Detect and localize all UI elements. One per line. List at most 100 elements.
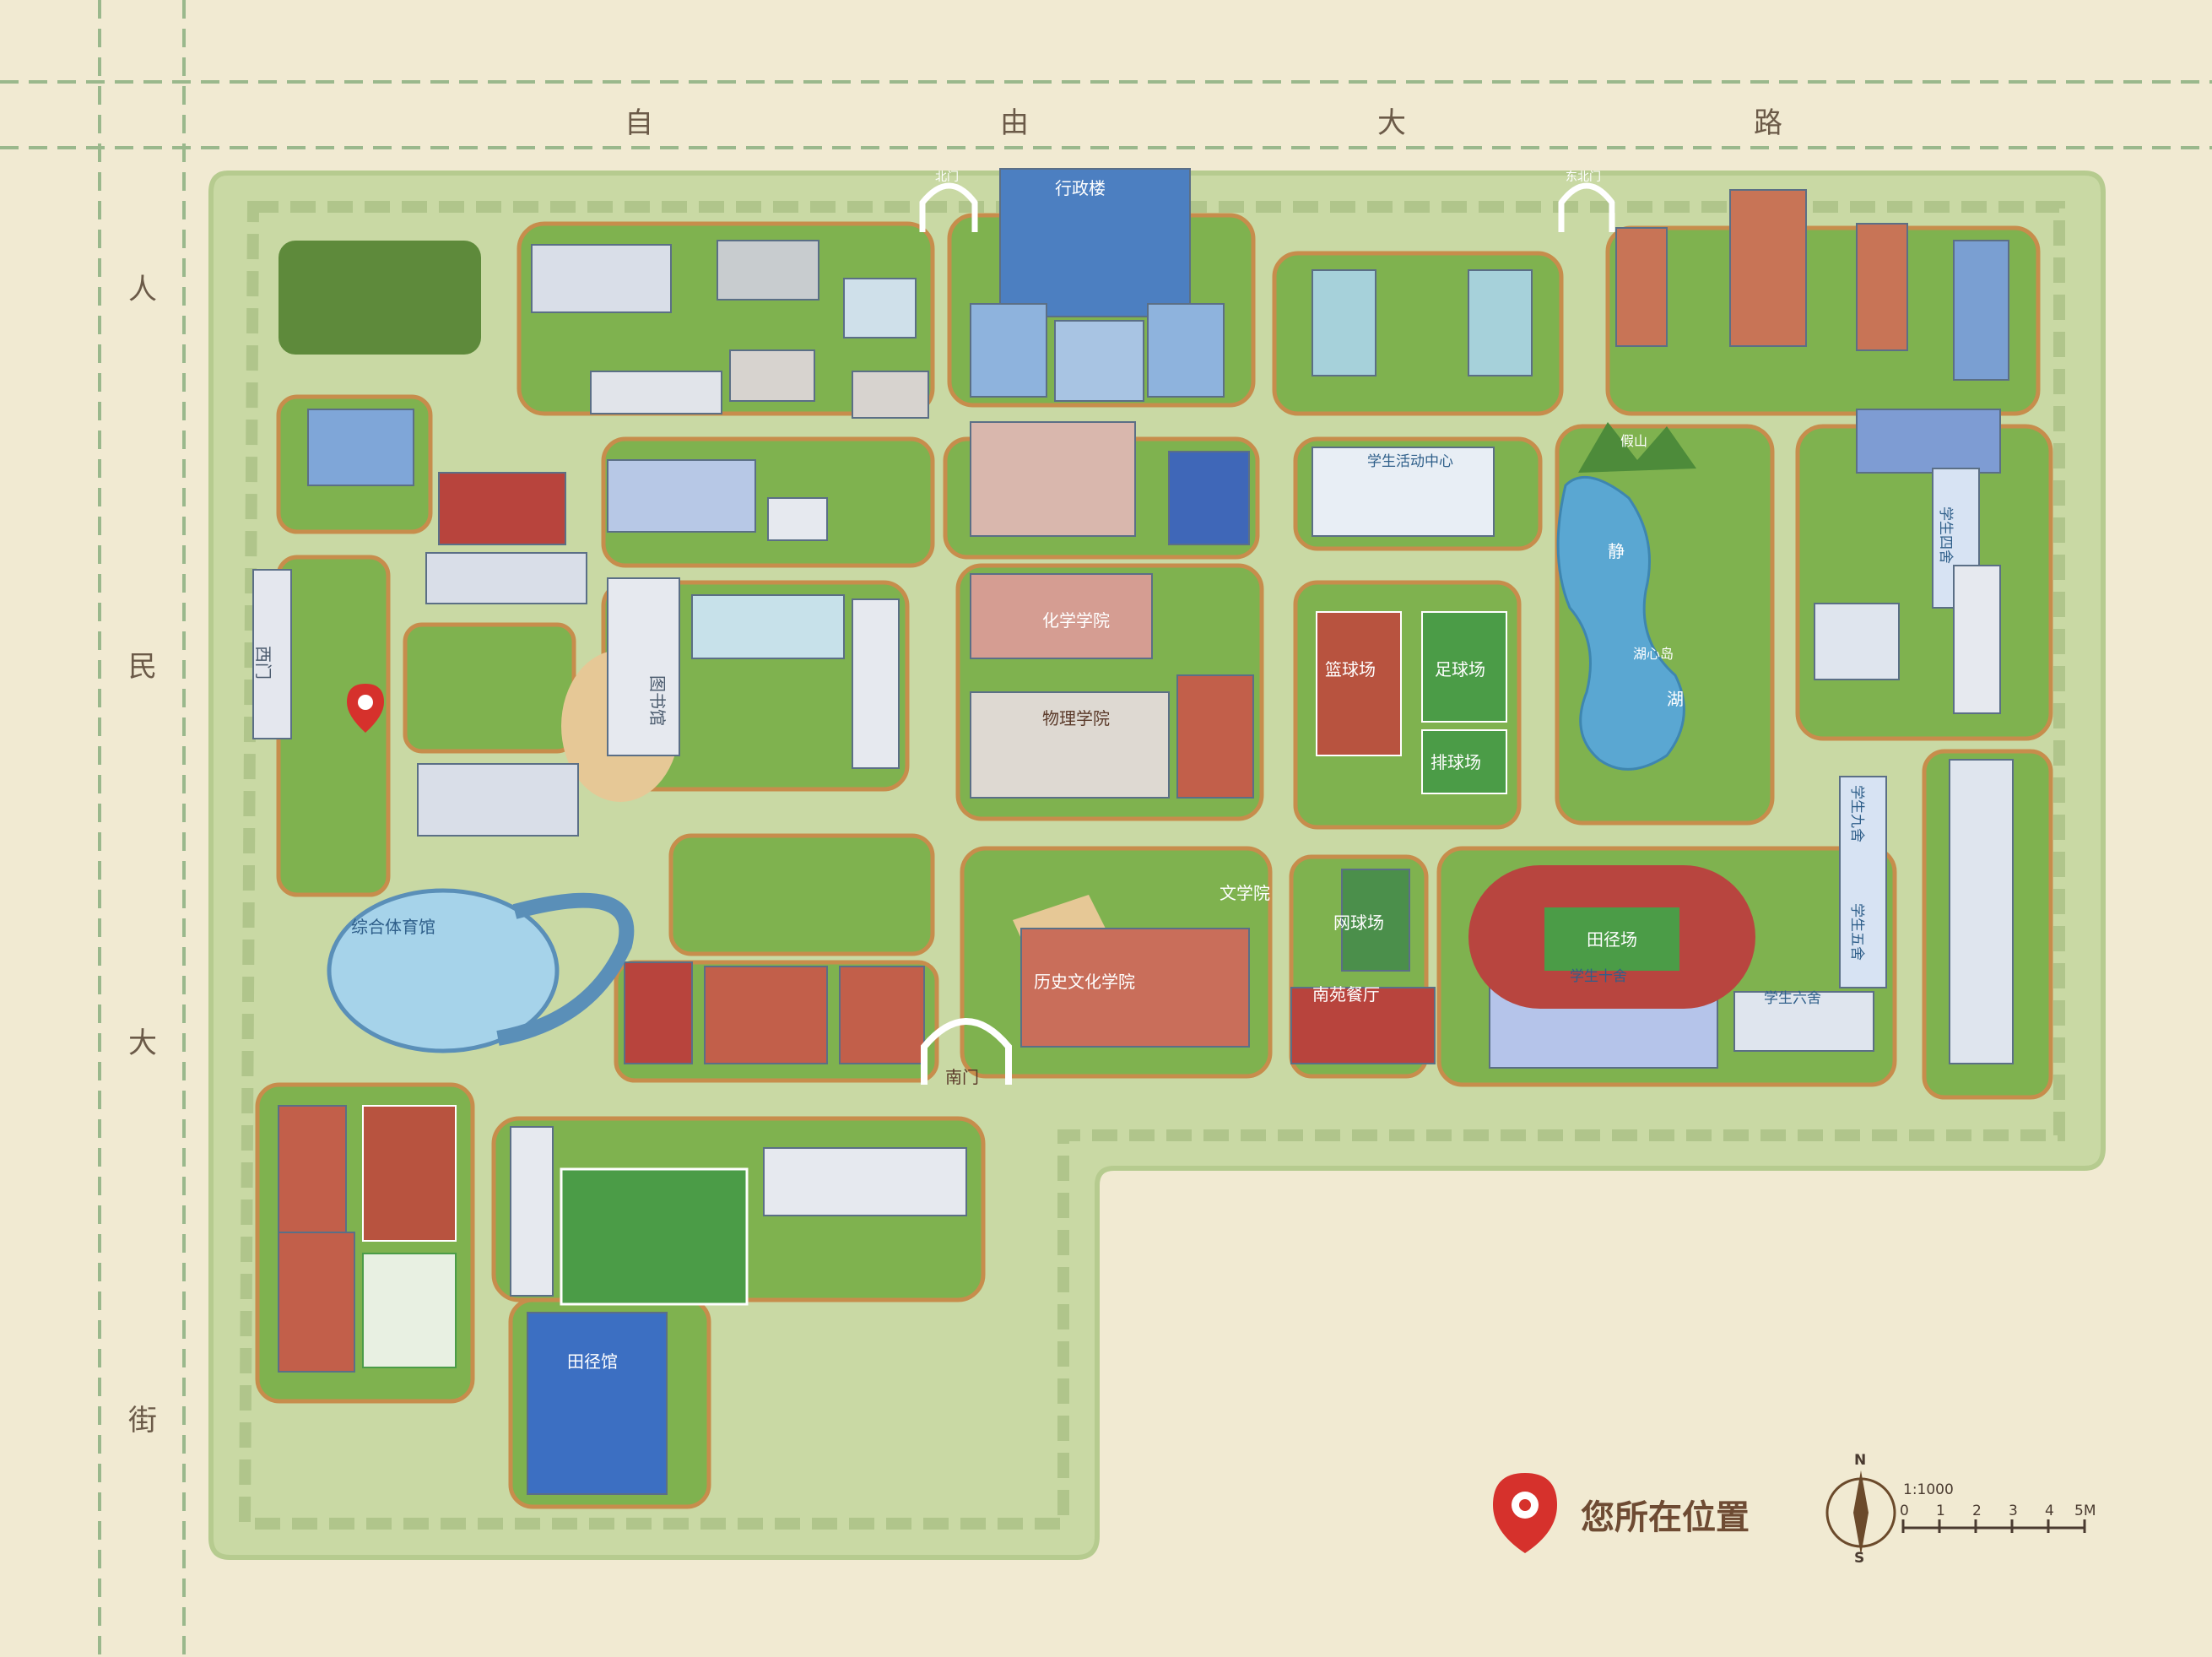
street-west-char-4: 街 (128, 1404, 159, 1438)
scale-tick-5: 5M (2074, 1503, 2096, 1519)
building-n4 (729, 349, 815, 402)
gate-north (919, 182, 978, 232)
street-north-char-1: 自 (625, 106, 655, 140)
building-dorm-east (1949, 759, 2014, 1064)
legend: 您所在位置 (1581, 1490, 1750, 1539)
building-ne-2 (1729, 189, 1807, 347)
label-lake-pavilion: 湖心岛 (1633, 646, 1674, 662)
label-history: 历史文化学院 (1034, 972, 1135, 992)
label-dorm-9: 学生九舍 (1848, 785, 1865, 842)
label-dorm-5: 学生五舍 (1848, 903, 1865, 961)
building-n3 (590, 371, 722, 414)
building-ne-1 (1615, 227, 1668, 347)
label-volleyball: 排球场 (1430, 752, 1481, 772)
legend-marker-icon (1493, 1473, 1557, 1553)
building-physics-school (970, 691, 1170, 799)
building-south-3 (839, 966, 925, 1064)
street-west-char-3: 大 (128, 1026, 159, 1060)
building-n2 (717, 240, 819, 301)
label-east-gate: 东北门 (1566, 171, 1601, 184)
building-ne-3 (1856, 223, 1908, 351)
gate-south (921, 1018, 1012, 1085)
label-canteen-south: 南苑餐厅 (1312, 984, 1380, 1004)
court-basketball-sw (362, 1105, 457, 1242)
block-north-4 (1605, 225, 2041, 416)
label-north-gate: 北门 (935, 171, 959, 184)
buildings (252, 168, 2014, 1495)
building-n-twin-2 (1468, 269, 1533, 376)
label-dorm-10: 学生十舍 (1570, 968, 1627, 985)
label-south-gate: 南门 (945, 1067, 979, 1087)
building-west-office (425, 552, 587, 604)
building-east-1 (1856, 409, 2001, 474)
compass-s: S (1854, 1550, 1865, 1567)
hill (1578, 422, 1696, 473)
label-admin: 行政楼 (1055, 178, 1106, 198)
legend-text: 您所在位置 (1581, 1498, 1750, 1537)
campus-road-ring (238, 201, 2065, 1530)
building-west-lab (417, 763, 579, 837)
building-chemistry (970, 573, 1153, 659)
scale-tick-0: 0 (1900, 1503, 1909, 1519)
building-n5 (843, 278, 917, 338)
label-hill: 假山 (1620, 433, 1647, 449)
label-tennis: 网球场 (1333, 912, 1384, 933)
court-blue (1168, 451, 1250, 545)
label-basketball: 篮球场 (1325, 659, 1376, 680)
lake (1556, 475, 1685, 771)
street-west-char-2: 民 (128, 650, 159, 684)
building-library (607, 577, 680, 756)
building-gym-ring (496, 892, 635, 1046)
building-n1 (531, 244, 672, 313)
building-canteen-south (1290, 987, 1436, 1064)
label-library: 图书馆 (647, 675, 668, 726)
building-admin-left (970, 303, 1047, 398)
compass-n: N (1854, 1452, 1867, 1469)
label-literature: 文学院 (1220, 883, 1270, 903)
label-student-center: 学生活动中心 (1367, 453, 1453, 470)
building-library-3 (852, 598, 900, 769)
building-physics (970, 421, 1136, 537)
building-chem-red (1176, 674, 1254, 799)
label-chemistry: 化学学院 (1042, 610, 1110, 631)
street-north-char-4: 路 (1754, 106, 1784, 140)
building-east-4 (1814, 603, 1900, 680)
label-west-gate: 西门 (253, 646, 273, 680)
lawn-northwest (279, 241, 481, 355)
building-gym (327, 888, 560, 1053)
scale-bar (1901, 1519, 2086, 1533)
label-football: 足球场 (1435, 659, 1485, 680)
court-tennis (1341, 869, 1410, 972)
scale-tick-4: 4 (2045, 1503, 2054, 1519)
building-n-twin-1 (1312, 269, 1376, 376)
label-lake-1: 静 (1608, 541, 1625, 561)
court-volley (1421, 729, 1507, 794)
block-west-garden (403, 622, 576, 754)
building-history (1020, 928, 1250, 1048)
building-football-side (510, 1126, 554, 1297)
street-north-char-2: 由 (1000, 106, 1030, 140)
building-south-2 (704, 966, 828, 1064)
label-dorm-4: 学生四舍 (1937, 506, 1954, 564)
scale-ratio: 1:1000 (1903, 1481, 1954, 1498)
football-field (560, 1167, 749, 1306)
scale-tick-2: 2 (1972, 1503, 1982, 1519)
label-track: 田径场 (1587, 929, 1637, 950)
compass-icon (1825, 1470, 1896, 1555)
gate-northeast (1558, 182, 1615, 232)
building-n6 (852, 371, 929, 419)
street-north-char-3: 大 (1377, 106, 1408, 140)
building-mid-small (767, 497, 828, 541)
label-gym: 综合体育馆 (351, 917, 435, 937)
building-sw-1 (278, 1105, 347, 1233)
building-admin-mid (1054, 320, 1144, 402)
building-sw-2 (278, 1232, 355, 1373)
scale-tick-3: 3 (2009, 1503, 2018, 1519)
court-basketball (1316, 611, 1402, 756)
building-stadium (527, 1312, 668, 1495)
label-physics: 物理学院 (1042, 708, 1110, 728)
you-are-here-marker[interactable] (347, 684, 384, 733)
building-library-south (763, 1147, 967, 1216)
label-dorm-6: 学生六舍 (1764, 990, 1821, 1007)
